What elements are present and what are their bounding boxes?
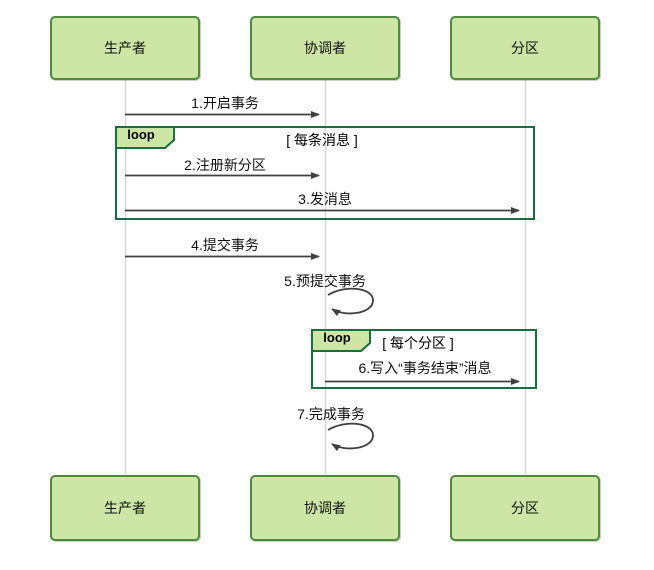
participant-label: 生产者 — [104, 500, 146, 516]
message-6-label: 6.写入“事务结束”消息 — [358, 360, 492, 376]
loop-fragment-messages: loop — [115, 126, 535, 220]
loop-fragment-partitions: loop — [311, 329, 537, 389]
participant-coordinator-bottom: 协调者 — [250, 475, 400, 541]
participant-label: 分区 — [511, 500, 539, 516]
participant-partition-top: 分区 — [450, 16, 600, 80]
loop-operator-label: loop — [323, 330, 351, 345]
loop-guard-label: [ 每条消息 ] — [286, 132, 358, 148]
message-4-label: 4.提交事务 — [191, 237, 259, 253]
message-1-label: 1.开启事务 — [191, 95, 259, 111]
message-7-self-arrow — [327, 422, 374, 452]
participant-producer-bottom: 生产者 — [50, 475, 200, 541]
participant-coordinator-top: 协调者 — [250, 16, 400, 80]
message-5-self-arrow — [327, 287, 374, 317]
message-5-label: 5.预提交事务 — [284, 273, 366, 289]
participant-label: 分区 — [511, 40, 539, 56]
loop-guard-label: [ 每个分区 ] — [382, 335, 454, 351]
participant-label: 协调者 — [304, 500, 346, 516]
participant-label: 协调者 — [304, 40, 346, 56]
loop-operator-badge: loop — [311, 329, 371, 352]
loop-badge-shape — [311, 329, 371, 352]
loop-badge-shape — [115, 126, 175, 149]
loop-operator-label: loop — [127, 127, 155, 142]
message-2-label: 2.注册新分区 — [184, 157, 266, 173]
loop-operator-badge: loop — [115, 126, 175, 149]
participant-label: 生产者 — [104, 40, 146, 56]
participant-partition-bottom: 分区 — [450, 475, 600, 541]
message-7-label: 7.完成事务 — [297, 406, 365, 422]
participant-producer-top: 生产者 — [50, 16, 200, 80]
message-3-label: 3.发消息 — [298, 191, 352, 207]
